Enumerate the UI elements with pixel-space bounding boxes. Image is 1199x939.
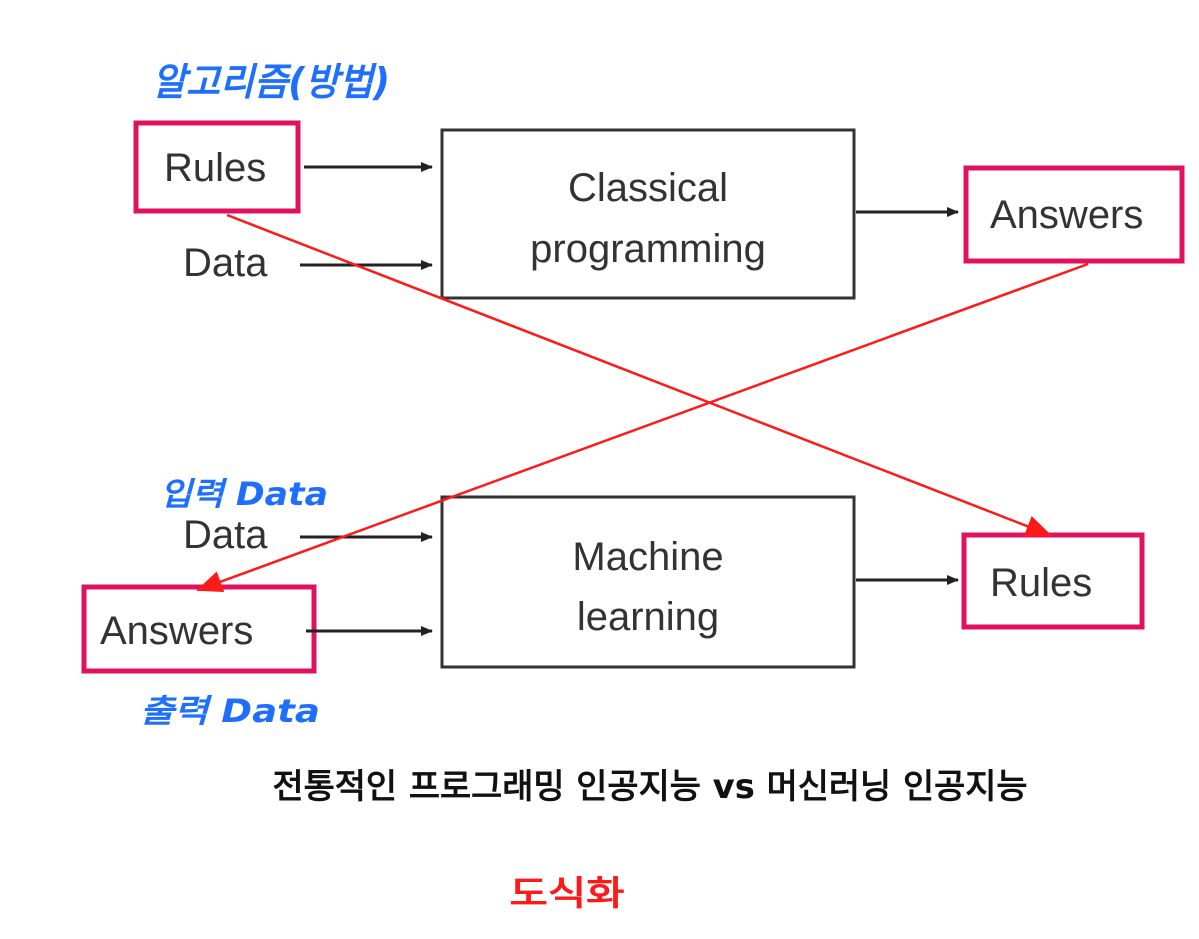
answers-to-answers-cross-arrow xyxy=(196,262,1089,593)
rules-highlight-box-bottom xyxy=(961,532,1145,630)
input-data-annotation: 입력 Data xyxy=(160,475,328,513)
answers-highlight-box-top xyxy=(963,165,1185,264)
classical-box-line2: programming xyxy=(530,227,766,271)
machine-learning-box xyxy=(440,495,856,669)
rules-label-top: Rules xyxy=(164,146,266,190)
rules-label-bottom: Rules xyxy=(990,561,1092,605)
rules-highlight-box-top xyxy=(133,120,301,214)
data-label-bottom: Data xyxy=(183,513,268,557)
comparison-caption: 전통적인 프로그래밍 인공지능 vs 머신러닝 인공지능 xyxy=(273,767,1028,807)
algorithm-annotation: 알고리즘(방법) xyxy=(152,60,390,104)
diagram-annotation: 도식화 xyxy=(510,874,625,914)
data-label-top: Data xyxy=(183,241,268,285)
ml-box-line1: Machine xyxy=(572,535,723,579)
answers-label-bottom: Answers xyxy=(100,609,253,653)
answers-label-top: Answers xyxy=(990,193,1143,237)
rules-to-rules-cross-arrow xyxy=(226,213,1052,537)
ml-box-line2: learning xyxy=(577,595,719,639)
classical-programming-box xyxy=(440,128,856,300)
output-data-annotation: 출력 Data xyxy=(140,692,320,730)
classical-box-line1: Classical xyxy=(568,166,728,210)
